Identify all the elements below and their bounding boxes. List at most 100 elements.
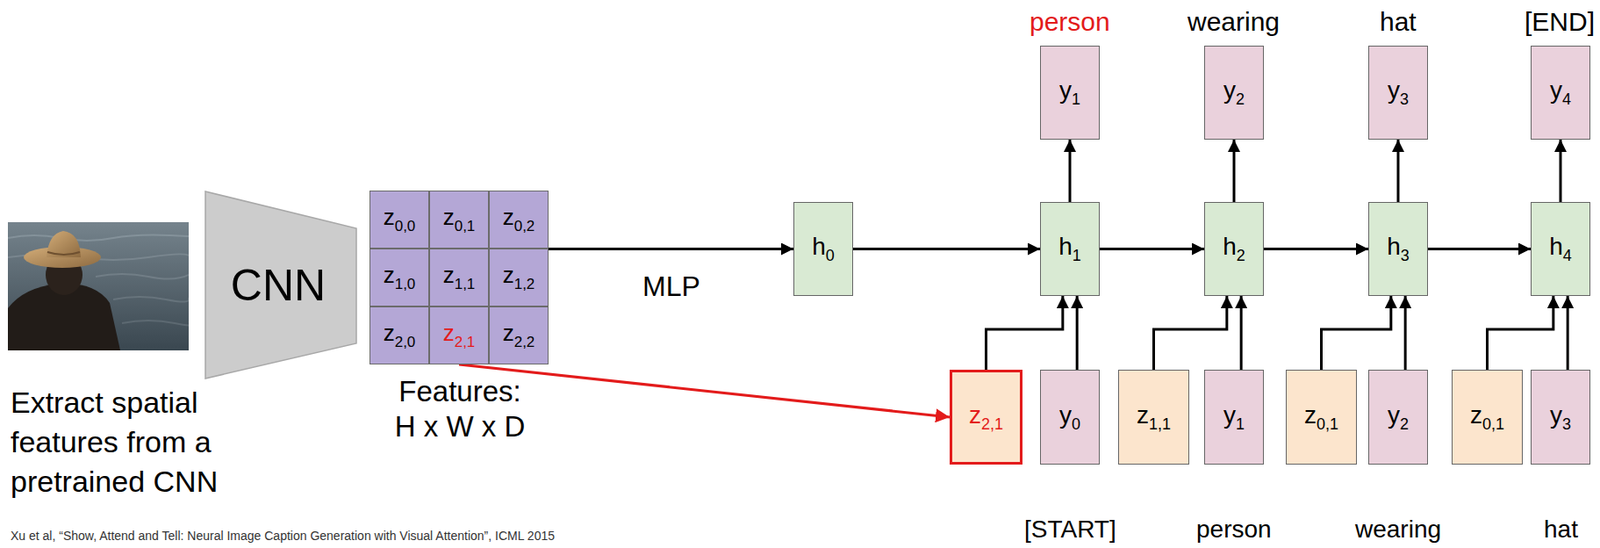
symbol-subscript: 0,1 — [1316, 415, 1339, 433]
feature-cell: z0,2 — [488, 190, 549, 249]
symbol-subscript: 4 — [1563, 246, 1572, 265]
flow-arrow — [1069, 139, 1072, 202]
symbol-letter: h — [1058, 232, 1073, 260]
symbol-letter: y — [1549, 76, 1563, 104]
cnn-trapezoid: CNN — [204, 190, 358, 380]
symbol-subscript: 1 — [1235, 415, 1245, 433]
symbol-label: z1,0 — [383, 261, 417, 294]
flow-arrow — [1233, 139, 1236, 202]
output-token: y3 — [1368, 45, 1428, 140]
symbol-subscript: 0,2 — [514, 217, 536, 235]
photo-illustration — [7, 222, 189, 351]
symbol-label: z2,0 — [383, 319, 417, 352]
attended-feature: z1,1 — [1118, 369, 1190, 465]
symbol-letter: z — [502, 319, 515, 346]
symbol-label: z1,2 — [502, 261, 536, 294]
symbol-subscript: 2,1 — [454, 333, 476, 351]
input-word: person — [1196, 515, 1272, 544]
input-token: y0 — [1040, 369, 1100, 465]
symbol-subscript: 0,0 — [394, 217, 417, 235]
symbol-letter: z — [1470, 401, 1483, 429]
symbol-subscript: 1 — [1072, 246, 1082, 265]
symbol-letter: z — [443, 261, 455, 288]
attended-feature: z0,1 — [1285, 369, 1357, 465]
flow-arrow — [1154, 295, 1227, 370]
feature-cell: z1,1 — [429, 248, 489, 307]
symbol-letter: z — [383, 261, 395, 288]
hidden-state: h0 — [793, 201, 854, 296]
flow-arrow — [1321, 295, 1392, 370]
symbol-letter: y — [1387, 401, 1400, 429]
input-word: wearing — [1355, 515, 1442, 544]
trapezoid-shape — [205, 191, 357, 379]
output-word: person — [1029, 7, 1111, 37]
symbol-subscript: 0 — [1071, 415, 1081, 433]
flow-arrow — [1487, 295, 1554, 370]
flow-arrow — [1404, 295, 1407, 370]
symbol-label: z0,0 — [383, 203, 417, 236]
citation: Xu et al, “Show, Attend and Tell: Neural… — [10, 528, 555, 543]
feature-cell: z0,1 — [429, 190, 489, 249]
feature-cell: z2,1 — [429, 306, 489, 365]
symbol-label: y0 — [1059, 401, 1081, 434]
symbol-subscript: 2,0 — [394, 333, 417, 351]
symbol-label: z2,1 — [443, 319, 476, 352]
flow-arrow — [1076, 295, 1079, 370]
flow-arrow — [1427, 247, 1531, 251]
symbol-subscript: 2,2 — [514, 333, 536, 351]
output-word: hat — [1379, 7, 1417, 37]
symbol-letter: y — [1223, 76, 1236, 104]
feature-cell: z1,2 — [488, 248, 549, 307]
flow-arrow — [986, 295, 1063, 370]
feature-cell: z0,0 — [369, 190, 430, 249]
symbol-label: h4 — [1549, 232, 1572, 266]
symbol-letter: y — [1059, 76, 1072, 104]
symbol-subscript: 3 — [1400, 246, 1410, 265]
attended-feature: z2,1 — [949, 369, 1023, 465]
feature-cell: z2,0 — [369, 306, 430, 365]
input-token: y3 — [1530, 369, 1591, 465]
symbol-label: z0,1 — [443, 203, 476, 236]
symbol-label: y1 — [1223, 401, 1245, 434]
edge-label: MLP — [642, 270, 701, 303]
symbol-letter: y — [1549, 401, 1563, 429]
output-token: y1 — [1040, 45, 1100, 140]
symbol-label: y3 — [1387, 76, 1409, 109]
flow-arrow — [1397, 139, 1400, 202]
attention-arrow — [459, 364, 950, 417]
symbol-label: z2,2 — [502, 319, 536, 352]
symbol-letter: h — [1222, 232, 1237, 260]
symbol-letter: y — [1059, 401, 1072, 429]
symbol-label: z0,1 — [1304, 401, 1339, 434]
symbol-letter: h — [811, 232, 826, 260]
symbol-label: y4 — [1549, 76, 1572, 109]
symbol-label: h1 — [1058, 232, 1082, 266]
symbol-subscript: 2,1 — [981, 415, 1004, 433]
symbol-subscript: 3 — [1562, 415, 1572, 433]
input-word: hat — [1543, 515, 1579, 544]
symbol-letter: z — [443, 319, 455, 346]
output-token: y2 — [1204, 45, 1264, 140]
flow-arrow — [548, 247, 794, 251]
symbol-letter: z — [502, 203, 515, 230]
symbol-label: z0,2 — [502, 203, 536, 236]
symbol-subscript: 1,2 — [514, 275, 536, 293]
symbol-label: z0,1 — [1470, 401, 1505, 434]
symbol-letter: z — [502, 261, 515, 288]
flow-arrow — [1240, 295, 1243, 370]
symbol-label: h3 — [1386, 232, 1410, 266]
symbol-subscript: 1,1 — [1148, 415, 1171, 433]
flow-arrow — [1263, 247, 1369, 251]
symbol-label: y2 — [1223, 76, 1245, 109]
caption-note: Extract spatial features from a pretrain… — [10, 382, 241, 502]
symbol-letter: y — [1223, 401, 1236, 429]
symbol-subscript: 0,1 — [1482, 415, 1505, 433]
symbol-label: h0 — [811, 232, 835, 266]
hidden-state: h3 — [1368, 201, 1428, 296]
symbol-subscript: 1 — [1071, 90, 1081, 108]
symbol-letter: h — [1386, 232, 1401, 260]
symbol-subscript: 1,1 — [454, 275, 476, 293]
symbol-subscript: 0 — [825, 246, 835, 265]
flow-arrow — [1099, 247, 1205, 251]
